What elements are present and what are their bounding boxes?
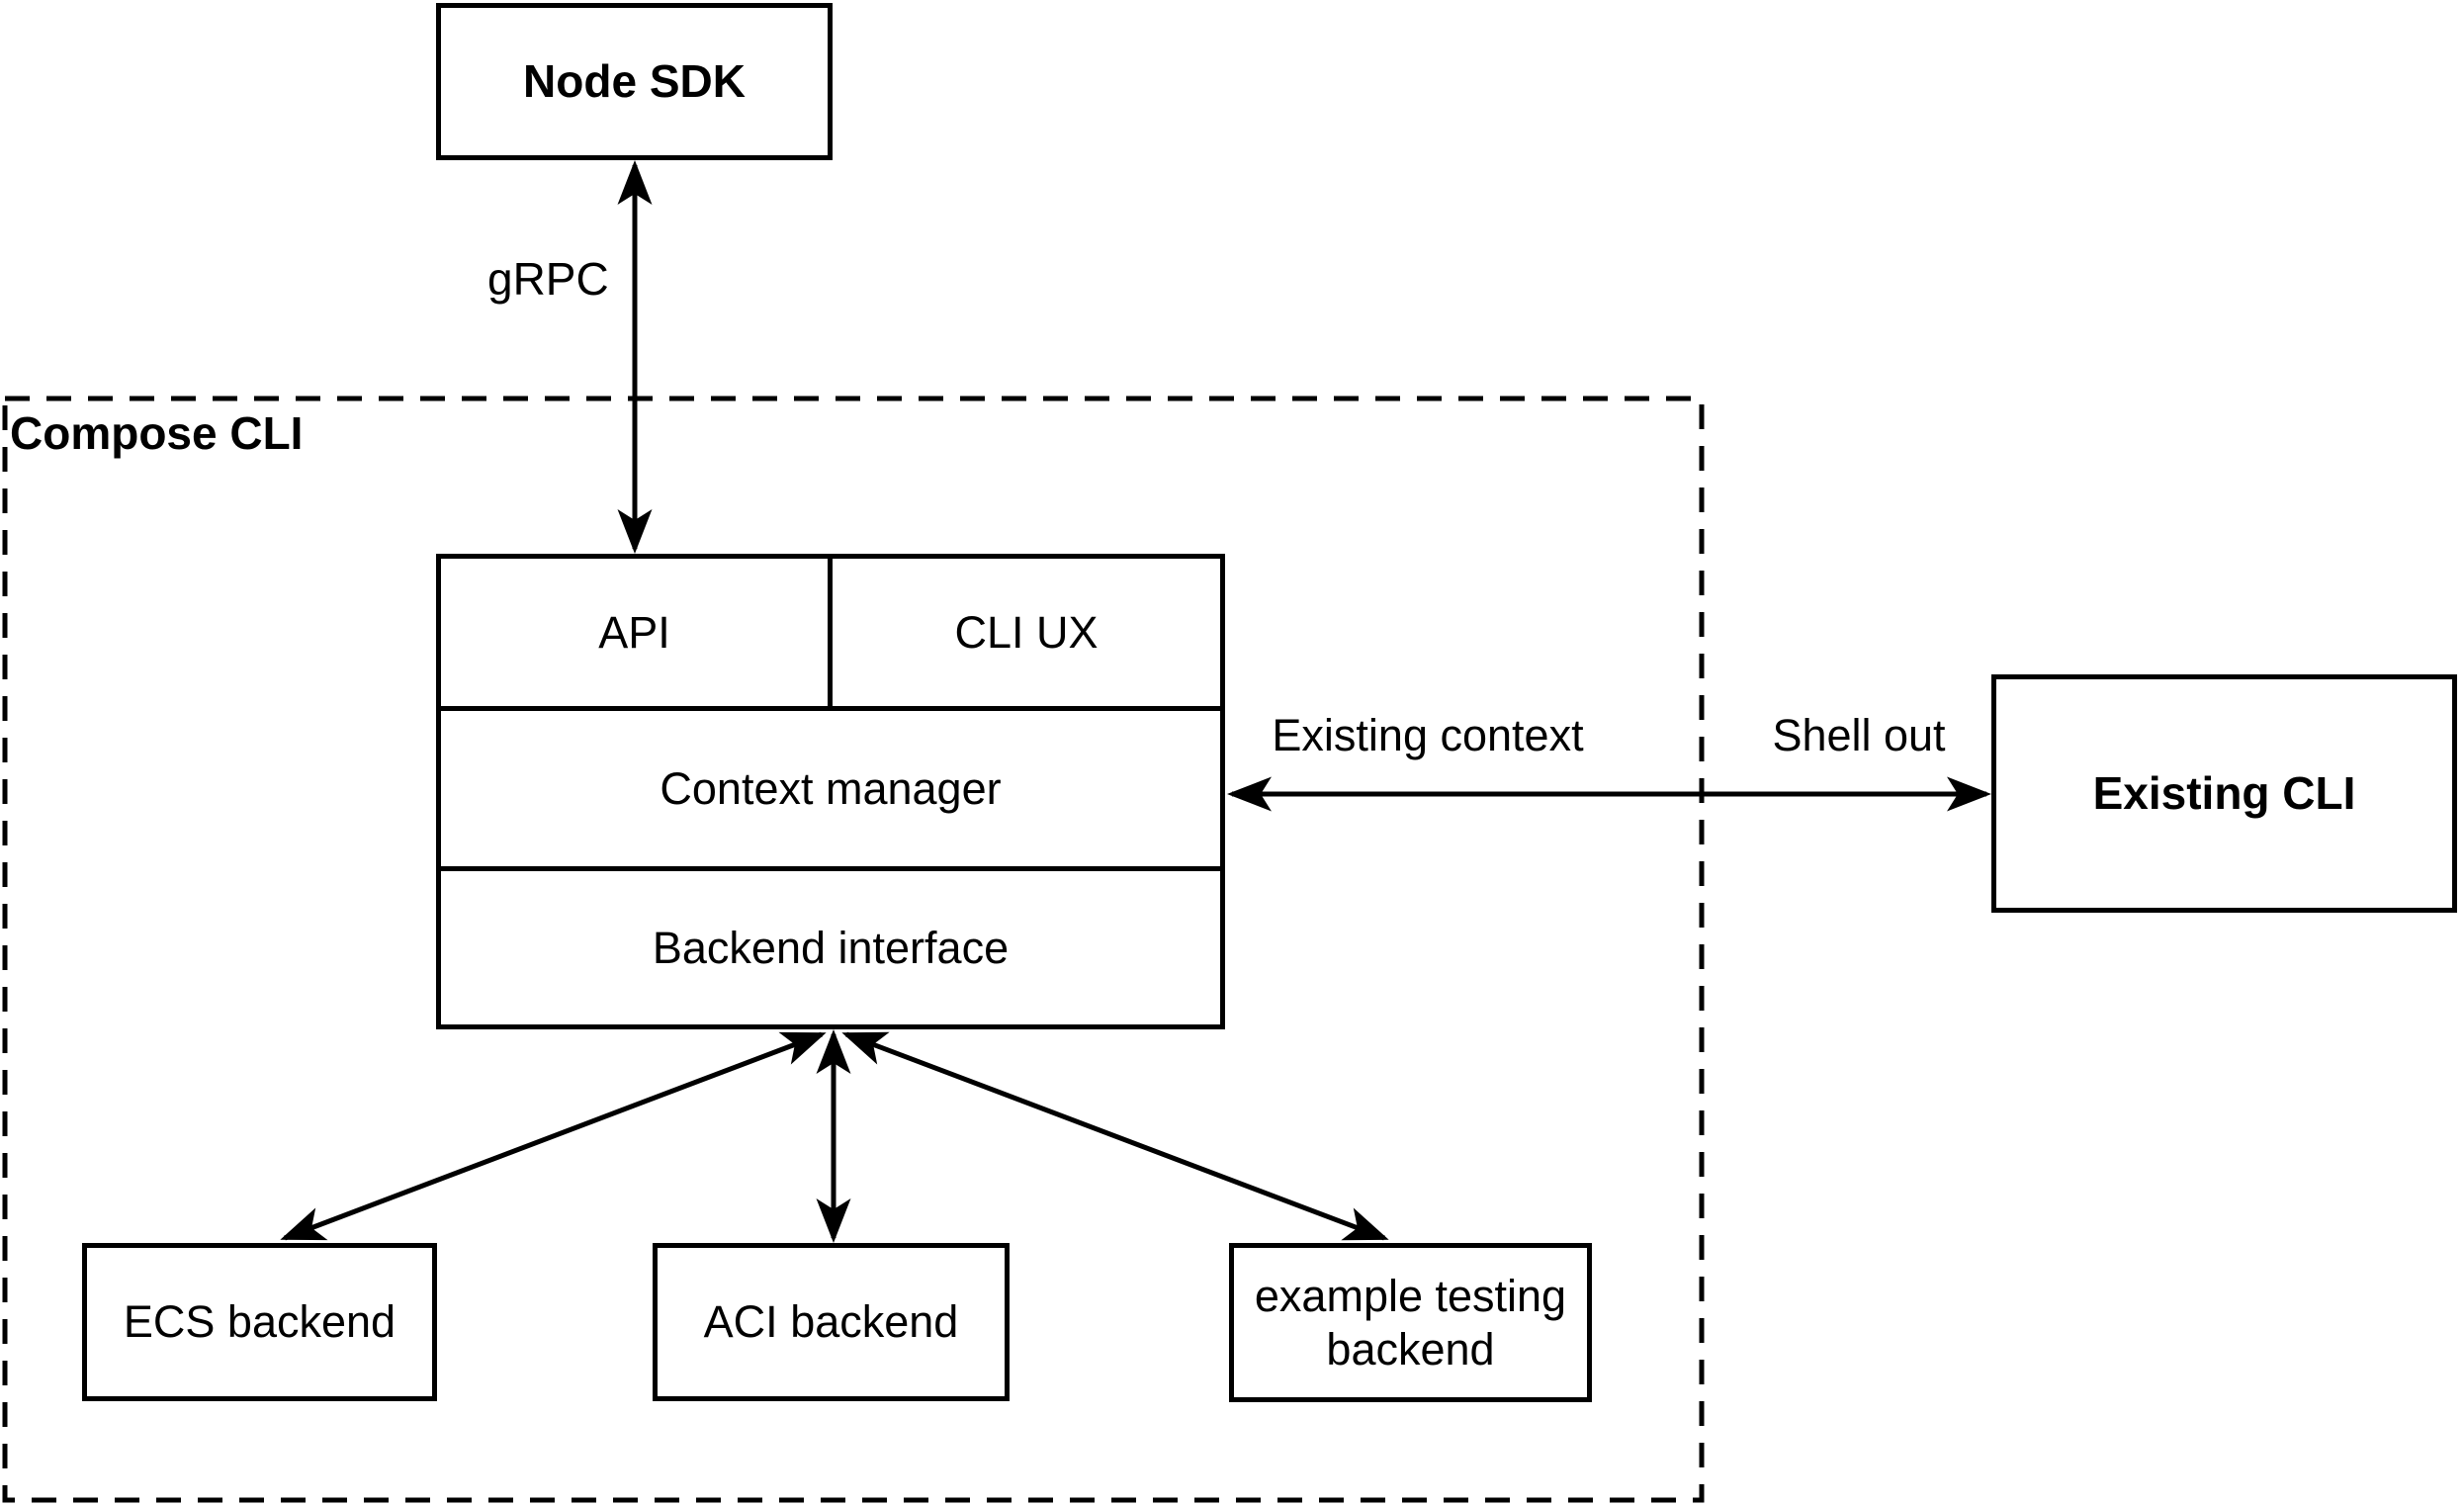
backend-interface-cell: Backend interface (441, 871, 1220, 1024)
aci-backend-box: ACI backend (653, 1243, 1010, 1401)
context-manager-label: Context manager (660, 762, 1002, 814)
node-sdk-box: Node SDK (436, 3, 833, 160)
aci-backend-label: ACI backend (703, 1296, 959, 1347)
example-backend-arrow (841, 1031, 1389, 1241)
api-cli-ux-row: API CLI UX (441, 559, 1220, 711)
cli-ux-cell: CLI UX (833, 559, 1220, 706)
cli-ux-label: CLI UX (954, 606, 1099, 658)
ecs-backend-arrow (280, 1031, 827, 1241)
backend-interface-label: Backend interface (652, 922, 1010, 973)
context-manager-cell: Context manager (441, 711, 1220, 871)
compose-cli-container-label: Compose CLI (10, 407, 304, 459)
shell-out-edge-label: Shell out (1772, 710, 1946, 760)
api-label: API (598, 606, 670, 658)
ecs-backend-box: ECS backend (82, 1243, 437, 1401)
compose-cli-core-box: API CLI UX Context manager Backend inter… (436, 554, 1225, 1029)
ecs-backend-label: ECS backend (123, 1296, 396, 1347)
grpc-edge-label: gRPC (487, 253, 609, 305)
existing-cli-label: Existing CLI (2092, 766, 2356, 819)
existing-cli-box: Existing CLI (1991, 674, 2457, 913)
compose-cli-dashed-border (2, 396, 1705, 1503)
example-testing-backend-label: example testing backend (1254, 1270, 1567, 1374)
example-testing-backend-box: example testing backend (1229, 1243, 1592, 1402)
existing-context-edge-label: Existing context (1272, 710, 1584, 760)
api-cell: API (441, 559, 833, 706)
node-sdk-label: Node SDK (523, 54, 746, 107)
